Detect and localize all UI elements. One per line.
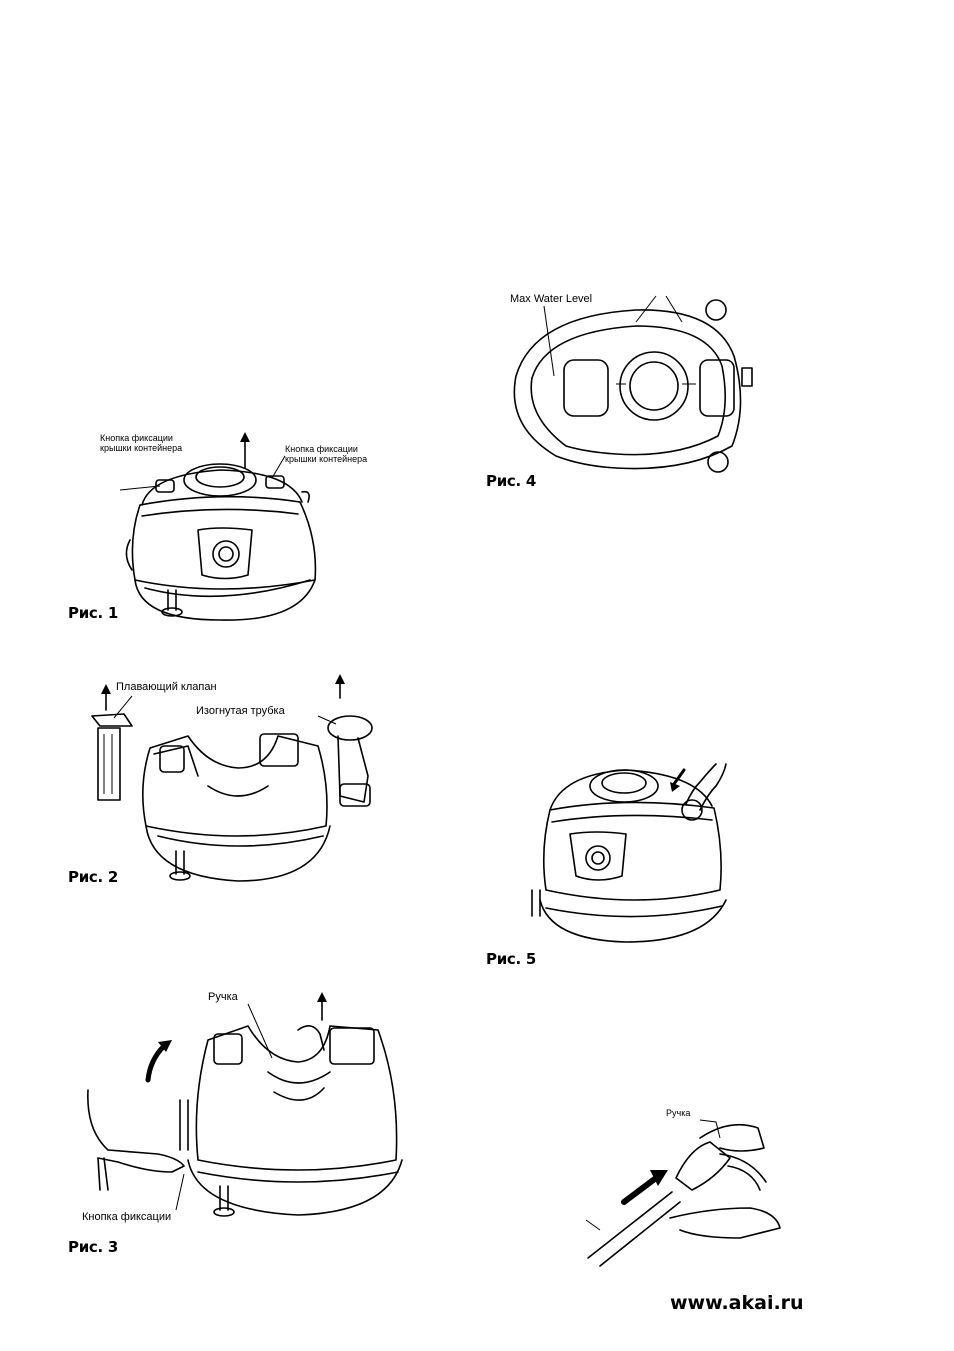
fig3-label-lock: Кнопка фиксации [82,1212,171,1223]
fig5-steamer-illustration [486,760,766,972]
figure-3: Ручка Кнопка фиксации Рис. 3 [68,990,408,1260]
figure-1: Кнопка фиксации крышки контейнера Кнопка… [80,430,410,630]
fig1-caption: Рис. 1 [68,604,118,622]
figure-4: Max Water Level Рис. 4 [486,286,766,496]
fig3-label-handle: Ручка [208,992,238,1003]
fig3-caption: Рис. 3 [68,1238,118,1256]
figure-6: Ручка [580,1098,790,1268]
fig4-caption: Рис. 4 [486,472,536,490]
figure-5: Рис. 5 [486,760,766,972]
figure-2: Плавающий клапан Изогнутая трубка Рис. 2 [68,676,398,896]
fig2-label-tube: Изогнутая трубка [196,706,285,717]
footer-website-url: www.akai.ru [670,1292,804,1314]
fig2-caption: Рис. 2 [68,868,118,886]
fig6-label-handle: Ручка [666,1108,690,1118]
fig1-label-left: Кнопка фиксации крышки контейнера [100,433,182,453]
fig1-label-right: Кнопка фиксации крышки контейнера [285,444,367,464]
fig2-label-valve: Плавающий клапан [116,682,217,693]
fig4-label-max-water-level: Max Water Level [510,294,592,305]
fig4-tank-top-view [486,286,766,496]
fig6-hose-handle-illustration [580,1098,790,1268]
fig5-caption: Рис. 5 [486,950,536,968]
